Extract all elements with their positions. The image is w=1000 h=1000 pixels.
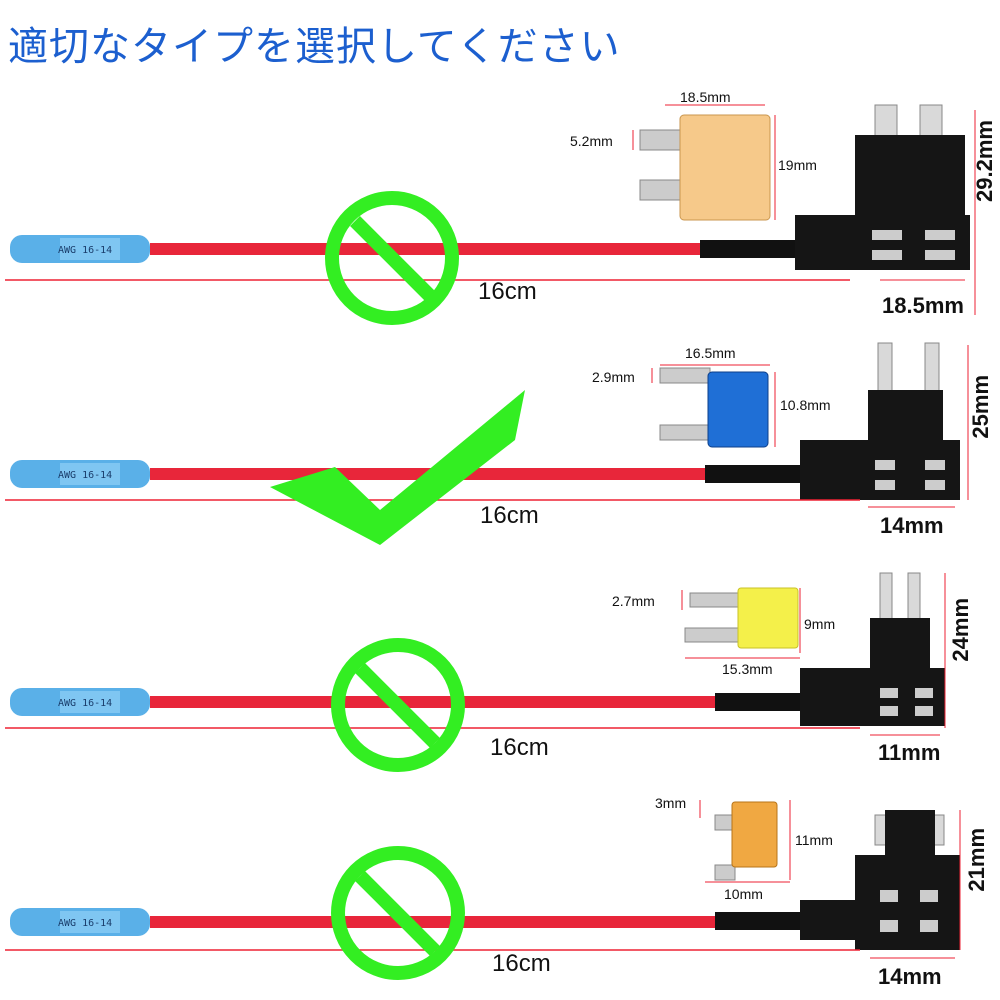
- fuse-height: 19mm: [778, 157, 817, 173]
- red-wire: [150, 696, 800, 708]
- prohibited-icon: [331, 638, 465, 772]
- wire-sleeve: [715, 912, 800, 930]
- fuse-holder: [800, 342, 960, 500]
- fuse-low-profile: [714, 801, 778, 881]
- fuse-standard: [639, 114, 771, 221]
- checkmark-icon: [270, 390, 525, 545]
- holder-width: 11mm: [878, 740, 941, 765]
- holder-width: 18.5mm: [882, 293, 964, 318]
- fuse-width: 18.5mm: [680, 89, 731, 105]
- fuse-height: 10.8mm: [780, 397, 831, 413]
- fuse-width: 16.5mm: [685, 345, 736, 361]
- fuse-height: 11mm: [795, 832, 833, 848]
- fuse-mini: [659, 367, 769, 448]
- holder-height: 24mm: [948, 598, 973, 662]
- prohibited-icon: [325, 191, 459, 325]
- cable-length: 16cm: [492, 950, 551, 977]
- cable-length: 16cm: [480, 502, 539, 529]
- fuse-micro2: [684, 587, 799, 649]
- fuse-holder: [800, 572, 945, 726]
- connector-label: AWG 16-14: [58, 470, 112, 481]
- connector-label: AWG 16-14: [58, 698, 112, 709]
- row-graphic: AWG 16-14: [5, 342, 969, 545]
- holder-height: 25mm: [968, 375, 993, 439]
- prohibited-icon: [331, 846, 465, 980]
- fuse-height: 9mm: [804, 616, 836, 632]
- wire-sleeve: [715, 693, 800, 711]
- connector-label: AWG 16-14: [58, 245, 112, 256]
- holder-height: 21mm: [964, 828, 989, 892]
- wire-sleeve: [700, 240, 800, 258]
- fuse-tap-row-micro2: AWG 16-14 16cm 15.3mm 2.7mm 9mm 24mm 11m…: [0, 568, 1000, 793]
- holder-height: 29.2mm: [972, 120, 997, 202]
- fuse-tap-row-mini: AWG 16-14 16cm 16.5mm 2.9mm 10.8mm 25mm …: [0, 335, 1000, 565]
- fuse-width: 15.3mm: [722, 661, 773, 677]
- fuse-holder: [800, 810, 960, 950]
- holder-width: 14mm: [880, 513, 944, 538]
- fuse-blade: 2.7mm: [612, 593, 655, 609]
- row-graphic: AWG 16-14: [5, 572, 946, 772]
- row-graphic: AWG 16-14: [5, 800, 961, 980]
- cable-length: 16cm: [490, 734, 549, 761]
- cable-length: 16cm: [478, 278, 537, 305]
- red-wire: [150, 916, 800, 928]
- fuse-tap-row-standard: AWG 16-14 16cm 18.5mm 5.2mm 19mm 29.2mm …: [0, 89, 1000, 335]
- fuse-blade: 5.2mm: [570, 133, 613, 149]
- page-title: 適切なタイプを選択してください: [8, 24, 621, 70]
- holder-width: 14mm: [878, 964, 942, 989]
- wire-sleeve: [705, 465, 800, 483]
- fuse-width: 10mm: [724, 886, 763, 902]
- fuse-blade: 3mm: [655, 795, 687, 811]
- connector-label: AWG 16-14: [58, 918, 112, 929]
- fuse-holder: [795, 104, 970, 270]
- fuse-tap-row-low-profile: AWG 16-14 16cm 10mm 3mm 11mm 21mm 14mm: [0, 790, 1000, 1000]
- row-graphic: AWG 16-14: [5, 104, 976, 325]
- fuse-blade: 2.9mm: [592, 369, 635, 385]
- red-wire: [150, 243, 800, 255]
